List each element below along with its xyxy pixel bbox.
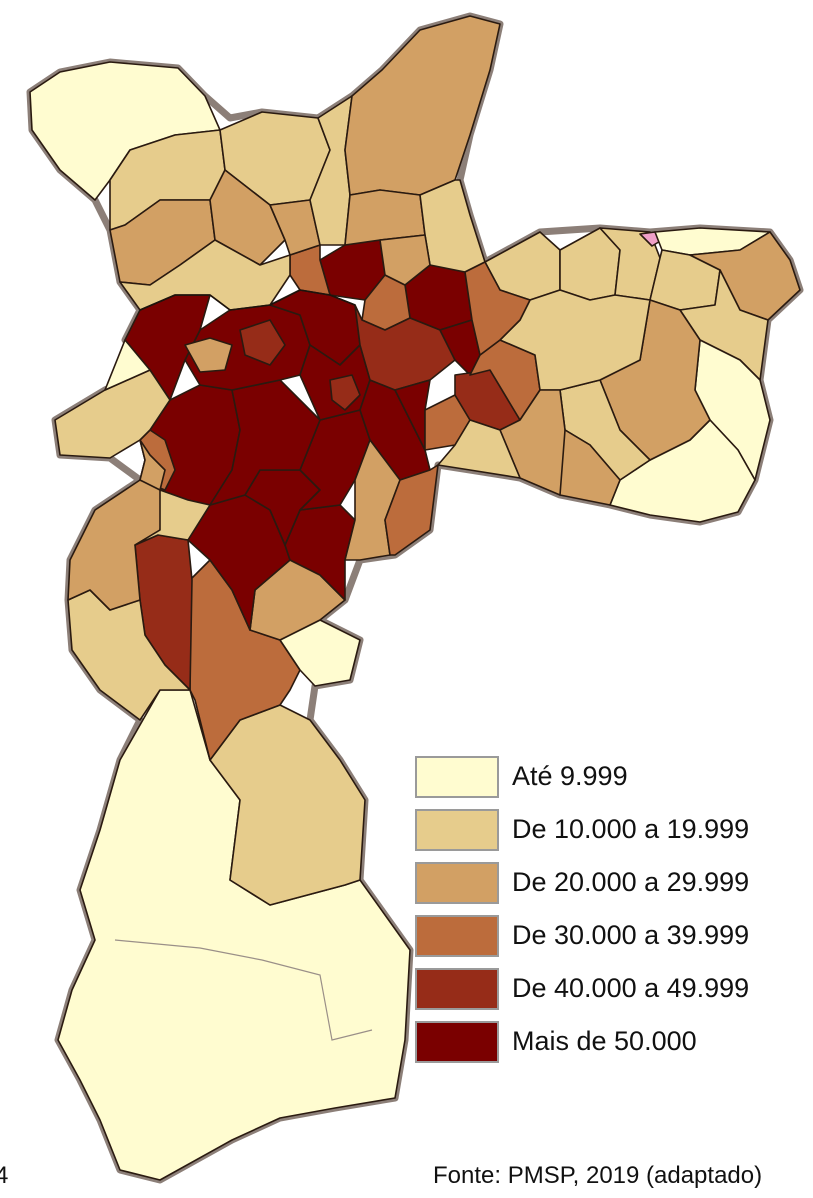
district-itaim (209, 379, 321, 506)
legend-label: Até 9.999 (512, 761, 628, 791)
district-sao-rafael (437, 419, 521, 479)
district-rio-pequeno (104, 339, 151, 391)
district-tremembe (344, 15, 501, 196)
page-number: 4 (0, 1162, 9, 1189)
source-caption: Fonte: PMSP, 2019 (adaptado) (433, 1162, 763, 1189)
district-morumbi (134, 489, 211, 546)
zone-boundary (139, 289, 356, 311)
legend-item: De 30.000 a 39.999 (415, 911, 749, 961)
legend-item: De 10.000 a 19.999 (415, 805, 749, 855)
district-vila-jacui (464, 261, 531, 356)
legend-label: De 30.000 a 39.999 (512, 920, 750, 950)
district-bom-retiro (239, 319, 286, 366)
legend-swatch (415, 915, 499, 957)
legend-item: Mais de 50.000 (415, 1017, 697, 1067)
legend-swatch (415, 809, 499, 851)
legend-label: De 20.000 a 29.999 (512, 867, 750, 897)
legend-label: De 10.000 a 19.999 (512, 814, 750, 844)
district-boundary-south (114, 939, 373, 1041)
legend-label: Mais de 50.000 (512, 1026, 697, 1056)
district-cachoeirinha (269, 199, 321, 256)
legend-item: Até 9.999 (415, 752, 628, 802)
district-sao-lucas (384, 464, 439, 556)
district-vila-maria-north (379, 234, 431, 286)
legend-label: De 40.000 a 49.999 (512, 973, 750, 1003)
legend-item: De 40.000 a 49.999 (415, 964, 749, 1014)
legend-swatch (415, 862, 499, 904)
district-perdizes (184, 337, 233, 373)
legend-swatch (415, 756, 499, 798)
legend-item: De 20.000 a 29.999 (415, 858, 749, 908)
legend-swatch (415, 968, 499, 1010)
district-cambuci (329, 374, 361, 411)
district-iguatemi (559, 429, 621, 506)
legend-swatch (415, 1021, 499, 1063)
district-raposo (54, 369, 171, 459)
